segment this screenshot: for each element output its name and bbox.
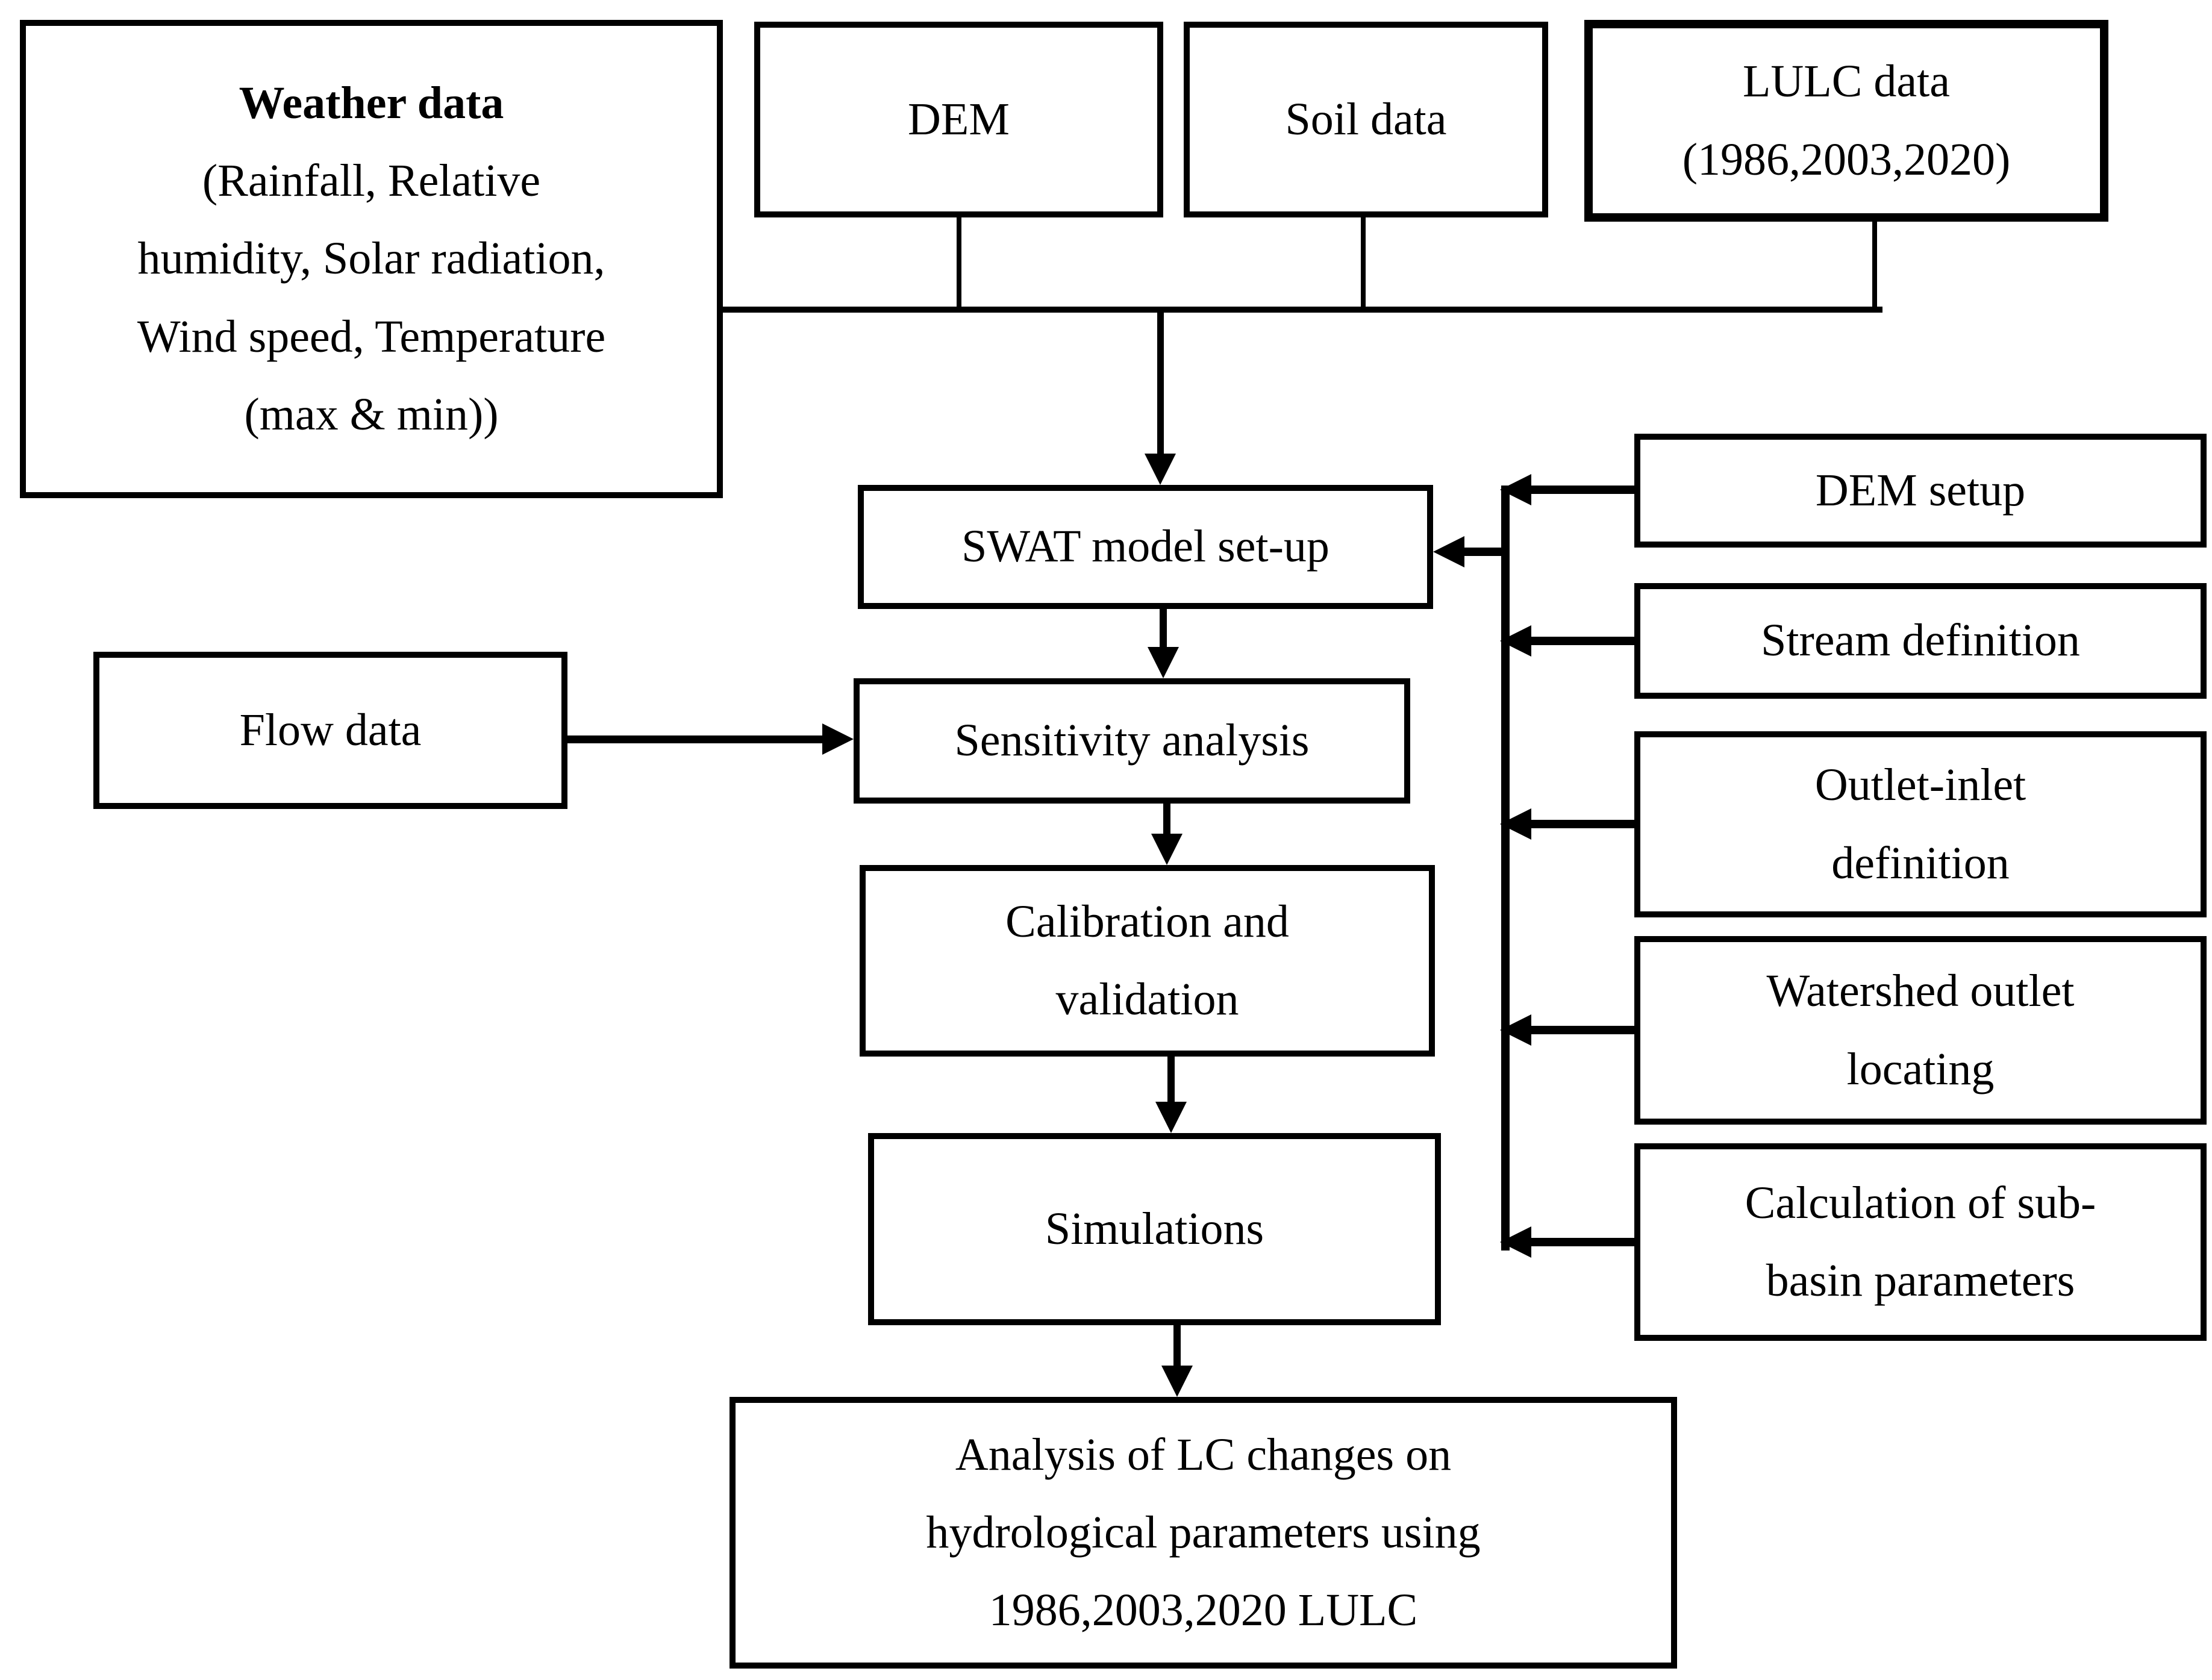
outlet-inlet-arrowhead	[1500, 808, 1531, 840]
calibration-validation-box: Calibration and validation	[860, 865, 1435, 1057]
weather-data-box: Weather data (Rainfall, Relative humidit…	[20, 20, 723, 498]
swat-to-sensitivity-arrowhead	[1148, 647, 1179, 678]
dem-setup-label: DEM setup	[1815, 464, 2026, 516]
flow-data-box: Flow data	[93, 652, 567, 809]
weather-data-line: (Rainfall, Relative	[202, 155, 541, 207]
watershed-outlet-line: locating	[1846, 1043, 1995, 1094]
stream-definition-arrow-shaft	[1527, 637, 1639, 645]
analysis-line: hydrological parameters using	[926, 1507, 1481, 1558]
lulc-data-line: (1986,2003,2020)	[1682, 134, 2011, 185]
soil-data-box: Soil data	[1184, 22, 1548, 217]
sensitivity-to-calibration-arrowhead	[1151, 834, 1183, 865]
trunk-to-swat-arrow-shaft	[1461, 548, 1503, 556]
sensitivity-to-calibration-arrow-shaft	[1163, 804, 1170, 835]
calibration-to-simulations-arrowhead	[1155, 1102, 1187, 1133]
calc-subbasin-arrow-shaft	[1527, 1238, 1639, 1246]
calculation-subbasin-box: Calculation of sub- basin parameters	[1634, 1143, 2207, 1341]
right-trunk-line	[1501, 486, 1510, 1251]
dem-setup-arrow-shaft	[1527, 486, 1639, 494]
dem-connector-line	[957, 214, 961, 311]
outlet-inlet-arrow-shaft	[1527, 820, 1639, 828]
simulations-box: Simulations	[868, 1133, 1441, 1325]
outlet-inlet-line: definition	[1831, 837, 2010, 888]
outlet-inlet-line: Outlet-inlet	[1814, 760, 2026, 811]
stream-definition-arrowhead	[1500, 625, 1531, 657]
lulc-connector-line	[1872, 217, 1877, 312]
flow-to-sensitivity-arrow-shaft	[567, 735, 825, 743]
analysis-line: Analysis of LC changes on	[955, 1429, 1452, 1480]
inputs-to-swat-arrowhead	[1145, 454, 1176, 485]
soil-data-label: Soil data	[1285, 93, 1447, 145]
lulc-data-box: LULC data (1986,2003,2020)	[1584, 20, 2108, 222]
stream-definition-box: Stream definition	[1634, 583, 2207, 699]
dem-setup-arrowhead	[1500, 474, 1531, 505]
weather-data-line: (max & min))	[244, 389, 499, 440]
calibration-to-simulations-arrow-shaft	[1167, 1057, 1175, 1103]
analysis-line: 1986,2003,2020 LULC	[989, 1585, 1418, 1636]
sensitivity-analysis-label: Sensitivity analysis	[954, 715, 1310, 766]
simulations-to-analysis-arrow-shaft	[1173, 1325, 1181, 1367]
inputs-to-swat-arrow-shaft	[1157, 310, 1164, 456]
sensitivity-analysis-box: Sensitivity analysis	[854, 678, 1410, 804]
flow-to-sensitivity-arrowhead	[822, 723, 854, 755]
lulc-data-line: LULC data	[1742, 56, 1950, 107]
swat-model-setup-box: SWAT model set-up	[858, 485, 1433, 609]
swat-model-setup-label: SWAT model set-up	[961, 521, 1329, 572]
calibration-line: Calibration and	[1005, 896, 1289, 947]
input-collector-line	[717, 307, 1882, 313]
swat-to-sensitivity-arrow-shaft	[1160, 609, 1167, 649]
dem-setup-box: DEM setup	[1634, 434, 2207, 548]
calibration-line: validation	[1055, 974, 1239, 1025]
analysis-box: Analysis of LC changes on hydrological p…	[730, 1397, 1677, 1669]
watershed-outlet-arrow-shaft	[1527, 1026, 1639, 1034]
calc-subbasin-line: Calculation of sub-	[1745, 1177, 2096, 1228]
soil-connector-line	[1361, 214, 1366, 311]
dem-label: DEM	[908, 93, 1010, 145]
watershed-outlet-line: Watershed outlet	[1766, 966, 2075, 1017]
dem-box: DEM	[754, 22, 1163, 217]
calc-subbasin-arrowhead	[1500, 1226, 1531, 1258]
simulations-to-analysis-arrowhead	[1161, 1366, 1193, 1397]
flow-data-label: Flow data	[239, 704, 422, 755]
watershed-outlet-arrowhead	[1500, 1014, 1531, 1046]
outlet-inlet-definition-box: Outlet-inlet definition	[1634, 731, 2207, 917]
simulations-label: Simulations	[1045, 1203, 1264, 1254]
trunk-to-swat-arrowhead	[1433, 536, 1464, 567]
calc-subbasin-line: basin parameters	[1766, 1255, 2075, 1306]
weather-data-title: Weather data	[239, 78, 504, 129]
weather-data-line: Wind speed, Temperature	[137, 311, 606, 362]
watershed-outlet-locating-box: Watershed outlet locating	[1634, 936, 2207, 1125]
weather-data-line: humidity, Solar radiation,	[137, 233, 605, 284]
stream-definition-label: Stream definition	[1761, 615, 2080, 666]
